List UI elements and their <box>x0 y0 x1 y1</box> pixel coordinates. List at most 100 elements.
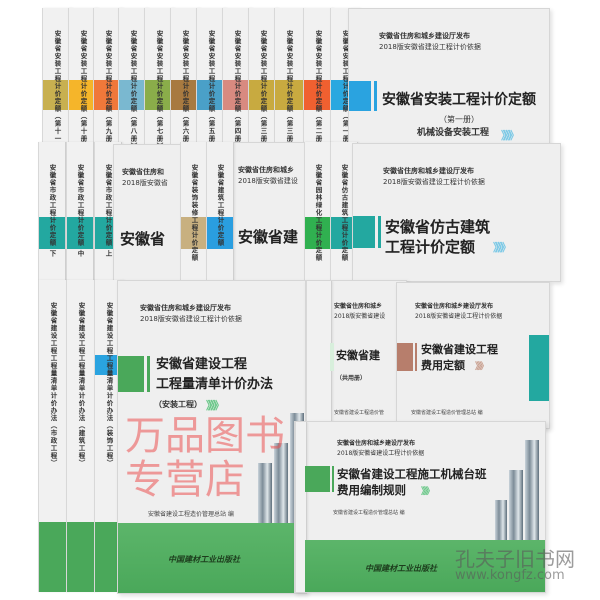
press-name: 中国建材工业出版社 <box>168 555 240 564</box>
book-title: 安徽省建 <box>238 228 299 246</box>
spine-title: 安徽省安装工程计价定额（第九册） <box>104 30 112 146</box>
spine-color-band <box>305 217 331 249</box>
book-spine[interactable]: 安徽省安装工程计价定额（第十一册） <box>42 8 72 146</box>
spine-title: 安徽省仿古建筑工程计价定额 <box>340 164 348 262</box>
spine-title: 安徽省装饰装修工程计价定额 <box>190 164 198 262</box>
spine-color-band <box>67 355 95 375</box>
spine-color-band <box>39 355 67 375</box>
spine-color-band <box>95 355 123 375</box>
book-spine[interactable]: 安徽省安装工程计价定额（第三册 上） <box>274 8 304 146</box>
book-spine[interactable]: 安徽省安装工程计价定额（第六册） <box>170 8 200 146</box>
edition-line: 2018版安徽省 <box>122 179 168 187</box>
book-common[interactable]: 安徽省住房和城乡 2018版安徽省建设 安徽省建 （共用册） 安徽省建设工程造价… <box>305 280 407 427</box>
book-building[interactable]: 安徽省住房和城乡 2018版安徽省建设 安徽省建 <box>233 142 309 282</box>
book-spine[interactable]: 安徽省园林绿化工程计价定额 <box>304 142 332 282</box>
spine-title: 安徽省安装工程计价定额（第二册） <box>314 30 322 146</box>
green-footer <box>118 523 306 593</box>
chevron-icon: 》》》》 <box>475 362 488 372</box>
spine-color-band <box>275 80 303 110</box>
book-title: 安徽省建设工程 <box>421 343 498 356</box>
book-machine-shift[interactable]: 安徽省住房和城乡建设厅发布 2018版安徽省建设工程计价依据 安徽省建设工程施工… <box>294 421 546 593</box>
spine-title: 安徽省安装工程计价定额（第四册） <box>233 30 241 146</box>
book-spine <box>295 422 307 592</box>
spine-color-band <box>69 80 97 110</box>
spine-color-band <box>207 217 233 249</box>
publisher-line: 安徽省住房和 <box>122 168 164 176</box>
spine-color-band <box>171 80 199 110</box>
book-subtitle: （共用册） <box>336 375 367 382</box>
book-municipal[interactable]: 安徽省住房和 2018版安徽省 安徽省 <box>113 144 187 282</box>
publisher-line: 安徽省住房和城乡建设厅发布 <box>379 32 470 40</box>
book-fee-quota[interactable]: 安徽省住房和城乡建设厅发布 2018版安徽省建设工程计价依据 安徽省建设工程 费… <box>396 282 550 429</box>
spine-title: 安徽省安装工程计价定额（第十册） <box>79 30 87 146</box>
editor-line: 安徽省建设工程造价管理总站 编 <box>148 511 234 518</box>
book-spine[interactable]: 安徽省安装工程计价定额（第七册） <box>144 8 174 146</box>
book-antique[interactable]: 安徽省住房和城乡建设厅发布 2018版安徽省建设工程计价依据 安徽省仿古建筑 工… <box>352 143 561 282</box>
spine-title: 安徽省安装工程计价定额（第一册） <box>341 30 349 146</box>
spine-title: 安徽省建设工程工程量清单计价办法（装饰工程） <box>105 302 113 467</box>
building-graphic <box>258 463 272 523</box>
book-spine[interactable]: 安徽省安装工程计价定额（第八册） <box>118 8 148 146</box>
book-spine[interactable]: 安徽省装饰装修工程计价定额 <box>180 142 208 282</box>
spine-color-band <box>249 80 277 110</box>
book-title-line2: 工程计价定额 <box>385 238 476 256</box>
book-spine <box>306 281 332 426</box>
chevron-icon: 》》》》 <box>421 487 434 497</box>
book-install-vol1[interactable]: 安徽省住房和城乡建设厅发布 2018版安徽省建设工程计价依据 安徽省安装工程计价… <box>348 8 550 145</box>
spine-green-base <box>67 522 95 592</box>
color-band <box>330 343 334 371</box>
spine-title: 安徽省安装工程计价定额（第三册 上） <box>285 30 293 146</box>
spine-title: 安徽省市政工程计价定额 上 <box>104 164 112 258</box>
book-title: 安徽省建设工程 <box>156 357 248 372</box>
building-graphic <box>495 500 507 540</box>
book-spine[interactable]: 安徽省市政工程计价定额 中 <box>66 142 94 282</box>
color-band <box>305 466 330 492</box>
color-band <box>118 356 144 392</box>
publisher-line: 安徽省住房和城乡建设厅发布 <box>140 304 231 312</box>
site-watermark-url: www.kongfz.com <box>455 568 565 583</box>
spine-title: 安徽省安装工程计价定额（第七册） <box>155 30 163 146</box>
spine-title: 安徽省建设工程工程量清单计价办法（建筑工程） <box>77 302 85 467</box>
spine-title: 安徽省市政工程计价定额 下 <box>48 164 56 258</box>
green-footer <box>305 540 545 592</box>
book-subtitle: （安装工程） <box>154 400 202 409</box>
book-volume: （第一册） <box>439 115 479 124</box>
spine-color-band <box>94 80 122 110</box>
spine-title: 安徽省安装工程计价定额（第三册 下） <box>259 30 267 146</box>
edition-line: 2018版安徽省建设工程计价依据 <box>383 178 485 186</box>
publisher-line: 安徽省住房和城乡建设厅发布 <box>383 167 474 175</box>
spine-title: 安徽省建筑工程计价定额 <box>216 164 224 247</box>
spine-color-band <box>67 217 93 249</box>
spine-title: 安徽省安装工程计价定额（第十一册） <box>53 30 61 146</box>
color-bar <box>378 216 381 248</box>
editor-line: 安徽省建设工程造价管 <box>334 410 385 416</box>
book-title-line2: 费用编制规则 <box>337 483 406 497</box>
color-band <box>529 335 549 401</box>
spine-green-base <box>39 522 67 592</box>
edition-line: 2018版安徽省建设工程计价依据 <box>337 450 425 457</box>
color-band <box>397 343 413 371</box>
building-graphic <box>274 443 288 523</box>
book-spine[interactable]: 安徽省建筑工程计价定额 <box>206 142 234 282</box>
color-bar <box>415 343 417 371</box>
chevron-icon: 》》》》 <box>501 129 519 142</box>
book-title-line2: 工程量清单计价办法 <box>156 377 274 392</box>
site-watermark-name: 孔夫子旧书网 <box>455 547 575 571</box>
spine-title: 安徽省市政工程计价定额 中 <box>76 164 84 258</box>
spine-color-band <box>119 80 147 110</box>
book-spine[interactable]: 安徽省安装工程计价定额（第三册 下） <box>248 8 278 146</box>
color-bar <box>332 466 334 492</box>
color-band <box>349 81 371 111</box>
book-title: 安徽省安装工程计价定额 <box>382 92 536 108</box>
book-spine[interactable]: 安徽省建设工程工程量清单计价办法（市政工程） <box>38 280 68 592</box>
book-spine[interactable]: 安徽省安装工程计价定额（第二册） <box>303 8 333 146</box>
book-spine[interactable]: 安徽省市政工程计价定额 下 <box>38 142 66 282</box>
edition-line: 2018版安徽省建设 <box>238 177 298 185</box>
book-title: 安徽省建设工程施工机械台班 <box>337 467 487 481</box>
press-name: 中国建材工业出版社 <box>365 564 437 573</box>
book-spine[interactable]: 安徽省建设工程工程量清单计价办法（建筑工程） <box>66 280 96 592</box>
spine-title: 安徽省安装工程计价定额（第六册） <box>181 30 189 146</box>
spine-color-band <box>181 217 207 249</box>
chevron-icon: 》》》》 <box>206 399 224 412</box>
building-graphic <box>509 470 523 540</box>
